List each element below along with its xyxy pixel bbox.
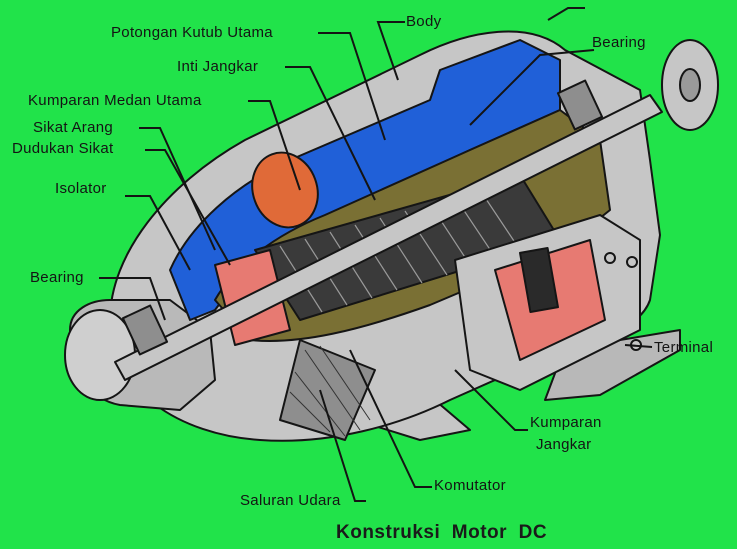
label-body: Body — [406, 13, 442, 30]
shaft — [114, 94, 663, 381]
label-dudukan-sikat: Dudukan Sikat — [12, 140, 114, 157]
label-sikat-arang: Sikat Arang — [33, 119, 114, 136]
label-isolator: Isolator — [55, 180, 107, 197]
label-komutator: Komutator — [434, 477, 506, 494]
brush-block — [519, 247, 559, 313]
label-bearing-right: Bearing — [592, 34, 646, 51]
label-inti-jangkar: Inti Jangkar — [177, 58, 259, 75]
label-kumparan-medan-utama: Kumparan Medan Utama — [28, 92, 202, 109]
bearing-right — [556, 79, 604, 131]
bearing-left — [121, 304, 169, 356]
label-potongan-kutub-utama: Potongan Kutub Utama — [111, 24, 273, 41]
label-terminal: Terminal — [654, 339, 714, 356]
shaft-flange-hub — [679, 68, 701, 102]
label-bearing-left: Bearing — [30, 269, 84, 286]
label-kumparan-jangkar-line1: Kumparan — [530, 414, 602, 431]
diagram-title: Konstruksi Motor DC — [336, 522, 548, 543]
field-winding — [251, 151, 319, 229]
label-saluran-udara: Saluran Udara — [240, 492, 341, 509]
label-kumparan-jangkar-line2: Jangkar — [536, 436, 592, 453]
air-duct — [279, 339, 376, 441]
leader-lines — [99, 7, 653, 502]
